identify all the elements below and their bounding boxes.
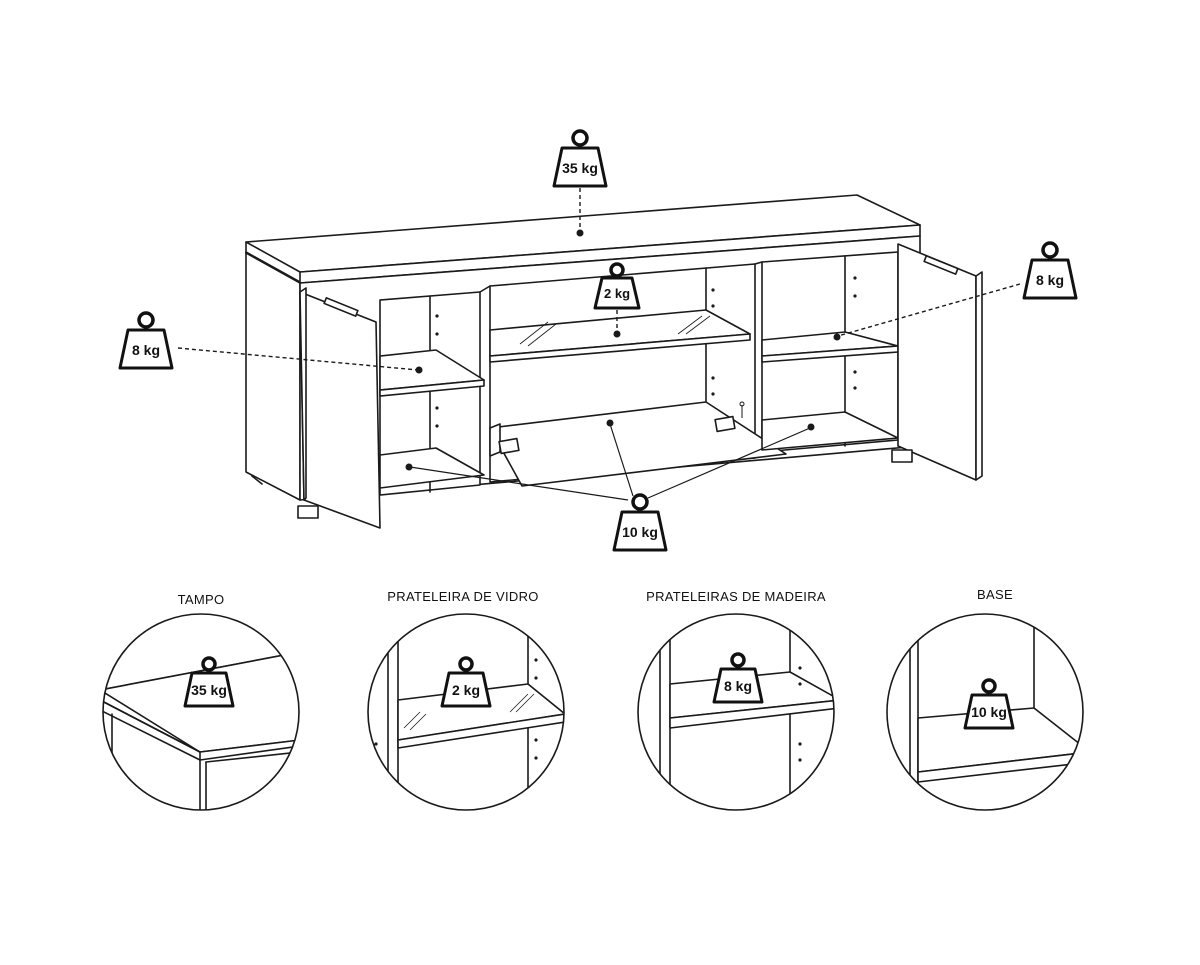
weight-icon-detail-tampo: 35 kg — [183, 656, 235, 708]
weight-label-detail-glass: 2 kg — [452, 682, 480, 698]
detail-circle-glass-shelf: 2 kg — [367, 613, 565, 811]
weight-label-right-shelf: 8 kg — [1036, 272, 1064, 288]
left-base-board — [379, 447, 485, 489]
weight-label-top: 35 kg — [562, 160, 598, 176]
foot-left — [297, 505, 319, 519]
foot-right — [891, 449, 913, 463]
detail-circle-tampo: 35 kg — [102, 613, 300, 811]
weight-icon-left-shelf: 8 kg — [118, 311, 174, 370]
left-hinge — [498, 437, 520, 455]
weight-label-left-shelf: 8 kg — [132, 342, 160, 358]
weight-icon-base: 10 kg — [612, 493, 668, 552]
weight-label-detail-base: 10 kg — [971, 704, 1007, 720]
weight-label-glass-shelf: 2 kg — [604, 286, 630, 301]
tv-stand-illustration — [245, 194, 983, 529]
weight-icon-detail-wood: 8 kg — [712, 652, 764, 704]
weight-label-detail-wood: 8 kg — [724, 678, 752, 694]
weight-icon-detail-base: 10 kg — [963, 678, 1015, 730]
weight-label-detail-tampo: 35 kg — [191, 682, 227, 698]
weight-icon-right-shelf: 8 kg — [1022, 241, 1078, 300]
weight-icon-top: 35 kg — [552, 129, 608, 188]
caption-prateleira-vidro: PRATELEIRA DE VIDRO — [387, 589, 538, 604]
left-door — [299, 291, 381, 529]
detail-circle-wood-shelves: 8 kg — [637, 613, 835, 811]
caption-prateleiras-madeira: PRATELEIRAS DE MADEIRA — [646, 589, 826, 604]
left-side-panel — [245, 251, 301, 501]
caption-base: BASE — [977, 587, 1013, 602]
weight-label-base: 10 kg — [622, 524, 658, 540]
right-door-handle — [923, 255, 959, 275]
leader-lines — [177, 188, 1021, 501]
weight-icon-detail-glass: 2 kg — [440, 656, 492, 708]
detail-circle-base: 10 kg — [886, 613, 1084, 811]
weight-icon-glass-shelf: 2 kg — [593, 262, 641, 310]
caption-tampo: TAMPO — [178, 592, 225, 607]
right-door — [897, 243, 977, 481]
center-drop-flap — [489, 401, 787, 487]
right-hinge — [714, 415, 736, 433]
left-door-handle — [323, 297, 359, 317]
